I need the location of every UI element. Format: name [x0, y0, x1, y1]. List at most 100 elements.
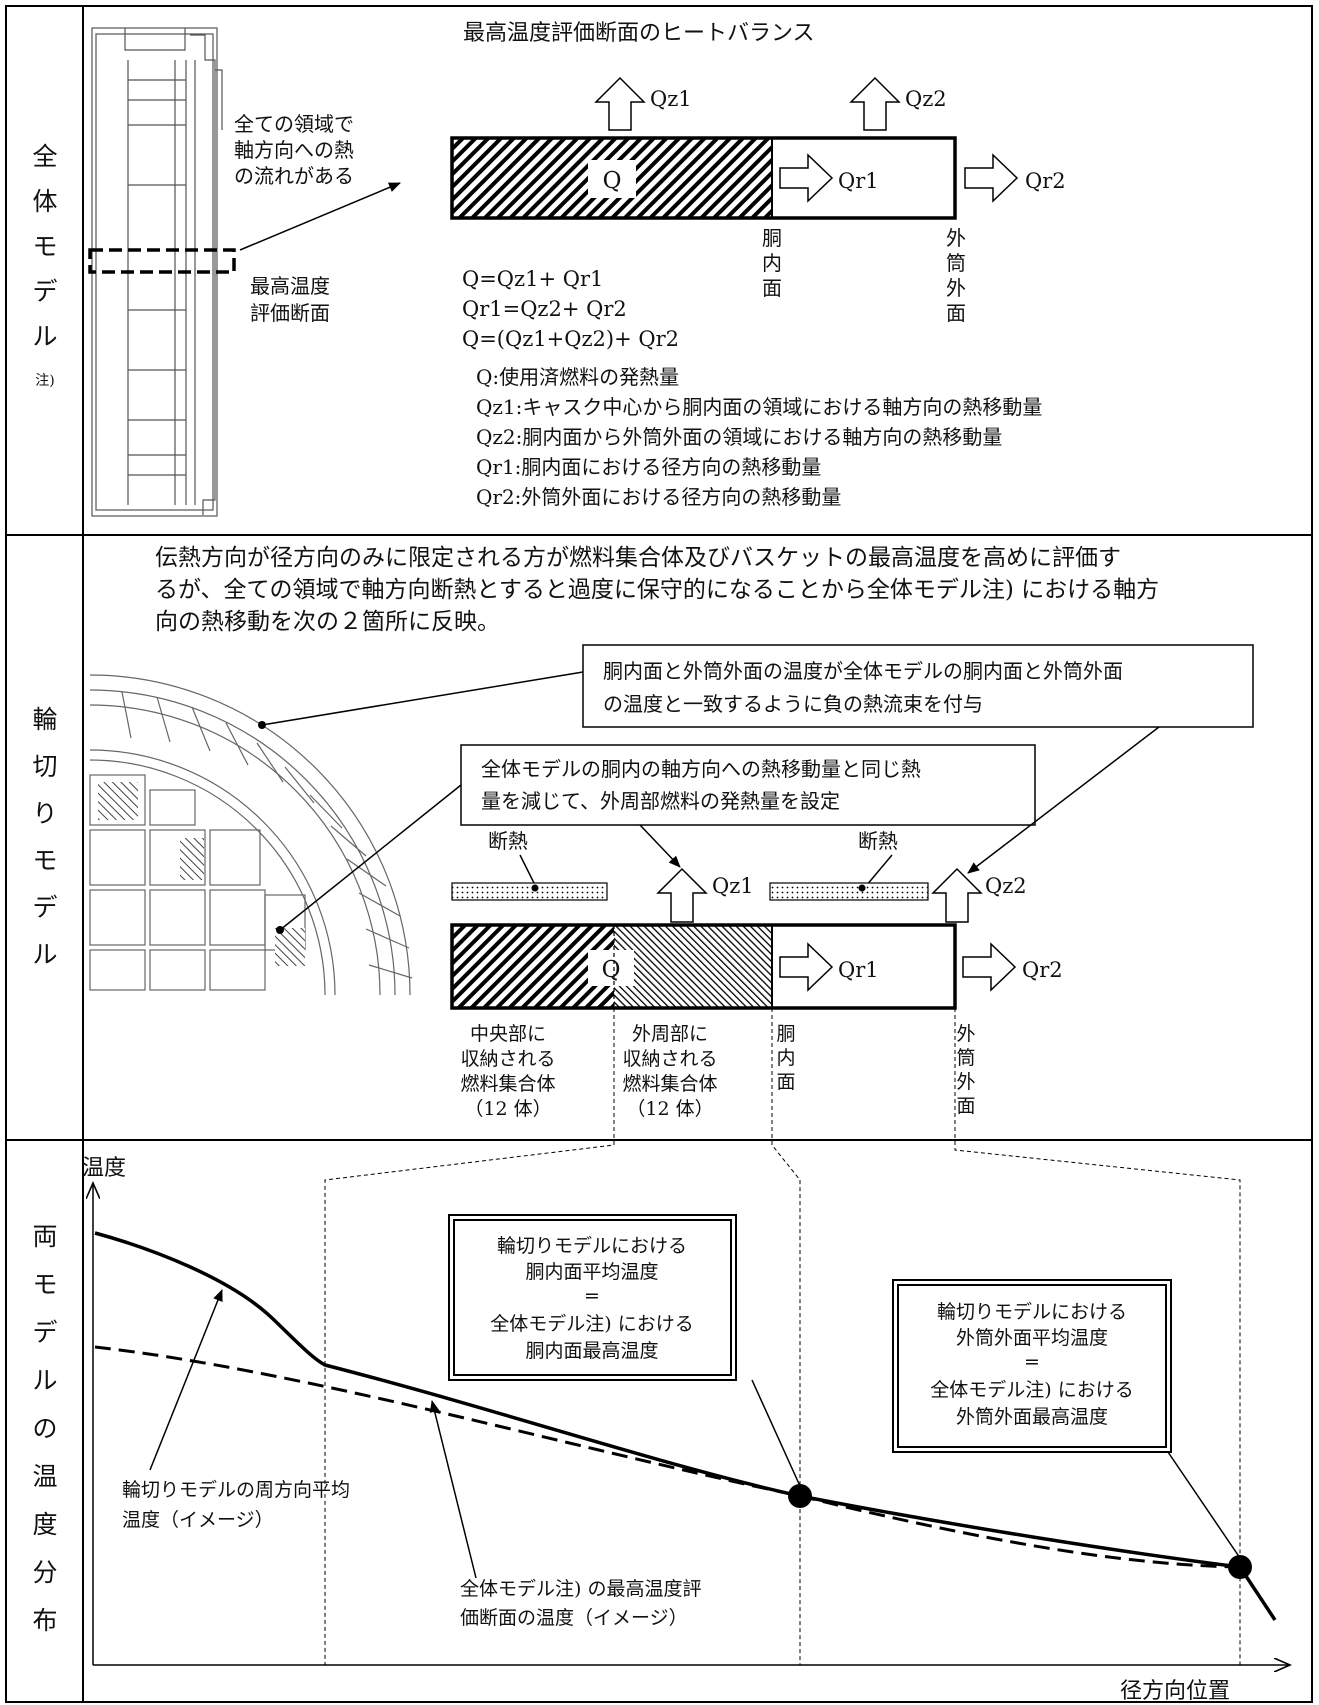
svg-text:外筒外面平均温度: 外筒外面平均温度 [956, 1327, 1108, 1349]
heat-balance-title: 最高温度評価断面のヒートバランス [463, 21, 815, 46]
inner-temp-box-inner [453, 1219, 732, 1376]
svg-text:輪切りモデルにおける: 輪切りモデルにおける [937, 1301, 1127, 1323]
outer-fuel-region [614, 925, 772, 1008]
slice-inner-surface-label: 胴 内 面 [776, 1023, 795, 1093]
outer-fuel-label: 外周部に 収納される 燃料集合体 （12 体） [622, 1023, 717, 1120]
max-temp-section-marker [88, 248, 236, 274]
projection-lines [324, 1008, 1241, 1665]
svg-text:温度（イメージ）: 温度（イメージ） [122, 1509, 274, 1531]
callout-box-peripheral-fuel [460, 744, 1036, 826]
svg-text:内: 内 [776, 1047, 795, 1069]
insulation-right-dot [858, 884, 866, 892]
svg-text:Qr1=Qz2+ Qr2: Qr1=Qz2+ Qr2 [462, 297, 627, 321]
axial-flow-note: 全ての領域で 軸方向への熱 の流れがある [234, 112, 354, 188]
qr1-label: Qr1 [838, 169, 879, 193]
svg-text:面: 面 [776, 1071, 795, 1093]
svg-text:デ: デ [32, 893, 57, 922]
y-axis-label: 温度 [82, 1156, 126, 1181]
slice-qz1-arrow-icon [656, 867, 708, 923]
callout-text-peripheral-fuel: 全体モデルの胴内の軸方向への熱移動量と同じ熱 量を減じて、外周部燃料の発熱量を設… [481, 757, 921, 813]
svg-text:収納される: 収納される [622, 1048, 717, 1070]
center-fuel-region [452, 925, 614, 1008]
slice-q-label-bg [588, 950, 634, 986]
insulation-right [769, 882, 929, 901]
svg-text:の流れがある: の流れがある [234, 164, 354, 188]
row-label-whole-model: 全 体 モ デ ル 注) [32, 142, 57, 389]
svg-text:胴: 胴 [762, 226, 782, 250]
svg-text:燃料集合体: 燃料集合体 [460, 1073, 555, 1095]
svg-text:Q:使用済燃料の発熱量: Q:使用済燃料の発熱量 [476, 365, 679, 389]
svg-text:全体モデル注) における: 全体モデル注) における [490, 1313, 693, 1335]
row-label-slice-model: 輪 切 り モ デ ル [32, 705, 57, 969]
inner-temp-box-outer [448, 1214, 737, 1381]
svg-text:向の熱移動を次の２箇所に反映。: 向の熱移動を次の２箇所に反映。 [155, 609, 500, 635]
svg-text:外: 外 [956, 1023, 975, 1045]
q-label: Q [603, 168, 622, 194]
insulation-left-dot [531, 884, 539, 892]
inner-surface-point [788, 1484, 812, 1508]
svg-text:Q=(Qz1+Qz2)+ Qr2: Q=(Qz1+Qz2)+ Qr2 [462, 327, 679, 351]
row-label-distribution: 両 モ デ ル の 温 度 分 布 [32, 1222, 57, 1635]
distribution-leaders [149, 1289, 1241, 1579]
svg-text:全体モデル注) の最高温度評: 全体モデル注) の最高温度評 [460, 1578, 701, 1600]
svg-text:燃料集合体: 燃料集合体 [622, 1073, 717, 1095]
svg-text:切: 切 [32, 752, 57, 781]
svg-text:布: 布 [32, 1606, 57, 1635]
svg-text:価断面の温度（イメージ）: 価断面の温度（イメージ） [460, 1607, 688, 1629]
svg-text:面: 面 [956, 1095, 975, 1117]
svg-text:全ての領域で: 全ての領域で [234, 112, 354, 136]
svg-text:（12 体）: （12 体） [464, 1098, 551, 1120]
qz1-arrow-icon [594, 76, 646, 131]
svg-text:の温度と一致するように負の熱流束を付与: の温度と一致するように負の熱流束を付与 [603, 692, 983, 716]
qr1-arrow-icon [779, 153, 834, 203]
q-label-bg [588, 160, 636, 198]
callout-text-negative-heat-flux: 胴内面と外筒外面の温度が全体モデルの胴内面と外筒外面 の温度と一致するように負の… [603, 659, 1123, 716]
center-fuel-label: 中央部に 収納される 燃料集合体 （12 体） [460, 1023, 555, 1120]
svg-text:筒: 筒 [946, 251, 966, 275]
slice-qz1-label: Qz1 [712, 874, 754, 898]
outer-temp-box-outer [892, 1279, 1172, 1453]
slice-qr2-label: Qr2 [1022, 958, 1063, 982]
max-temp-section-label: 最高温度 評価断面 [250, 274, 330, 325]
svg-text:（12 体）: （12 体） [626, 1098, 713, 1120]
svg-text:デ: デ [32, 1318, 57, 1347]
svg-text:体: 体 [32, 187, 57, 216]
svg-text:面: 面 [946, 301, 966, 325]
svg-text:伝熱方向が径方向のみに限定される方が燃料集合体及びバスケット: 伝熱方向が径方向のみに限定される方が燃料集合体及びバスケットの最高温度を高めに評… [155, 545, 1121, 571]
svg-text:両: 両 [32, 1222, 57, 1251]
svg-text:評価断面: 評価断面 [250, 301, 330, 325]
slice-qz2-arrow-icon [931, 867, 983, 923]
svg-text:胴内面平均温度: 胴内面平均温度 [525, 1261, 658, 1283]
svg-text:の: の [32, 1414, 57, 1443]
slice-qr1-label: Qr1 [838, 958, 879, 982]
svg-text:中央部に: 中央部に [470, 1023, 546, 1045]
svg-text:Qr2:外筒外面における径方向の熱移動量: Qr2:外筒外面における径方向の熱移動量 [476, 485, 841, 509]
svg-text:内: 内 [762, 251, 782, 275]
slice-qr1-arrow-icon [779, 942, 834, 992]
svg-text:り: り [32, 799, 57, 828]
svg-text:温: 温 [32, 1462, 57, 1491]
qr2-label: Qr2 [1025, 169, 1066, 193]
qr2-arrow-icon [964, 153, 1019, 203]
svg-text:=: = [584, 1285, 600, 1307]
callout-leaders [261, 671, 1160, 931]
symbol-definitions: Q:使用済燃料の発熱量 Qz1:キャスク中心から胴内面の領域における軸方向の熱移… [476, 365, 1042, 509]
svg-text:面: 面 [762, 276, 782, 300]
callout-box-negative-heat-flux [582, 644, 1254, 728]
qz1-label: Qz1 [650, 87, 692, 111]
outer-surface-label: 外 筒 外 面 [946, 226, 966, 325]
qz2-label: Qz2 [905, 87, 947, 111]
svg-text:Qr1:胴内面における径方向の熱移動量: Qr1:胴内面における径方向の熱移動量 [476, 455, 821, 479]
qz2-arrow-icon [849, 76, 901, 131]
outer-temp-box-text: 輪切りモデルにおける 外筒外面平均温度 = 全体モデル注) における 外筒外面最… [930, 1301, 1133, 1428]
outer-surface-point [1228, 1555, 1252, 1579]
svg-text:量を減じて、外周部燃料の発熱量を設定: 量を減じて、外周部燃料の発熱量を設定 [481, 789, 840, 813]
svg-text:外: 外 [946, 276, 966, 300]
svg-text:デ: デ [32, 277, 57, 306]
fuel-hatch-areas [98, 782, 305, 966]
svg-text:モ: モ [32, 846, 57, 875]
svg-text:ル: ル [32, 322, 57, 351]
slice-model-temp-curve [94, 1231, 1277, 1621]
svg-text:モ: モ [32, 1270, 57, 1299]
